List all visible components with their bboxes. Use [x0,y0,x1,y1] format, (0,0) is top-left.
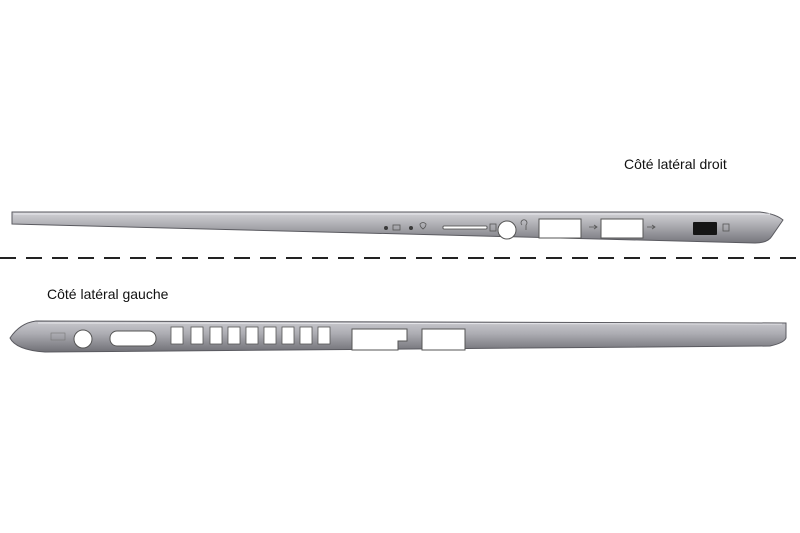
vent-slot [245,326,259,345]
right-side-body [11,211,784,244]
vent-slot [317,326,331,345]
vent-slot [190,326,204,345]
vent-grille [170,326,331,345]
usb-port-1 [538,218,582,239]
power-connector [73,329,93,349]
security-lock-slot [693,222,717,235]
vent-slot [209,326,223,345]
audio-jack [497,220,517,240]
usb-port-left [421,328,466,351]
vent-slot [263,326,277,345]
headset-icon [520,219,528,230]
vent-slot [170,326,184,345]
battery-icon [392,224,401,231]
vent-slot [299,326,313,345]
hdmi-port [109,330,157,347]
sd-card-icon [489,223,497,232]
left-side-profile [9,320,787,353]
vent-slot [227,326,241,345]
vent-slot [281,326,295,345]
usb-port-2 [600,218,644,239]
usb-icon [589,224,598,230]
dc-in-icon [50,332,66,341]
ethernet-port [351,328,408,351]
right-side-label: Côté latéral droit [624,156,727,172]
left-side-edge-highlight [37,322,783,325]
lock-icon [722,223,730,232]
right-side-profile [11,211,784,244]
left-side-label: Côté latéral gauche [47,286,169,302]
power-led-icon [384,226,388,230]
power-icon [419,222,427,230]
usb-icon [647,224,656,230]
card-reader-slot [442,225,488,230]
drive-led-icon [409,226,413,230]
